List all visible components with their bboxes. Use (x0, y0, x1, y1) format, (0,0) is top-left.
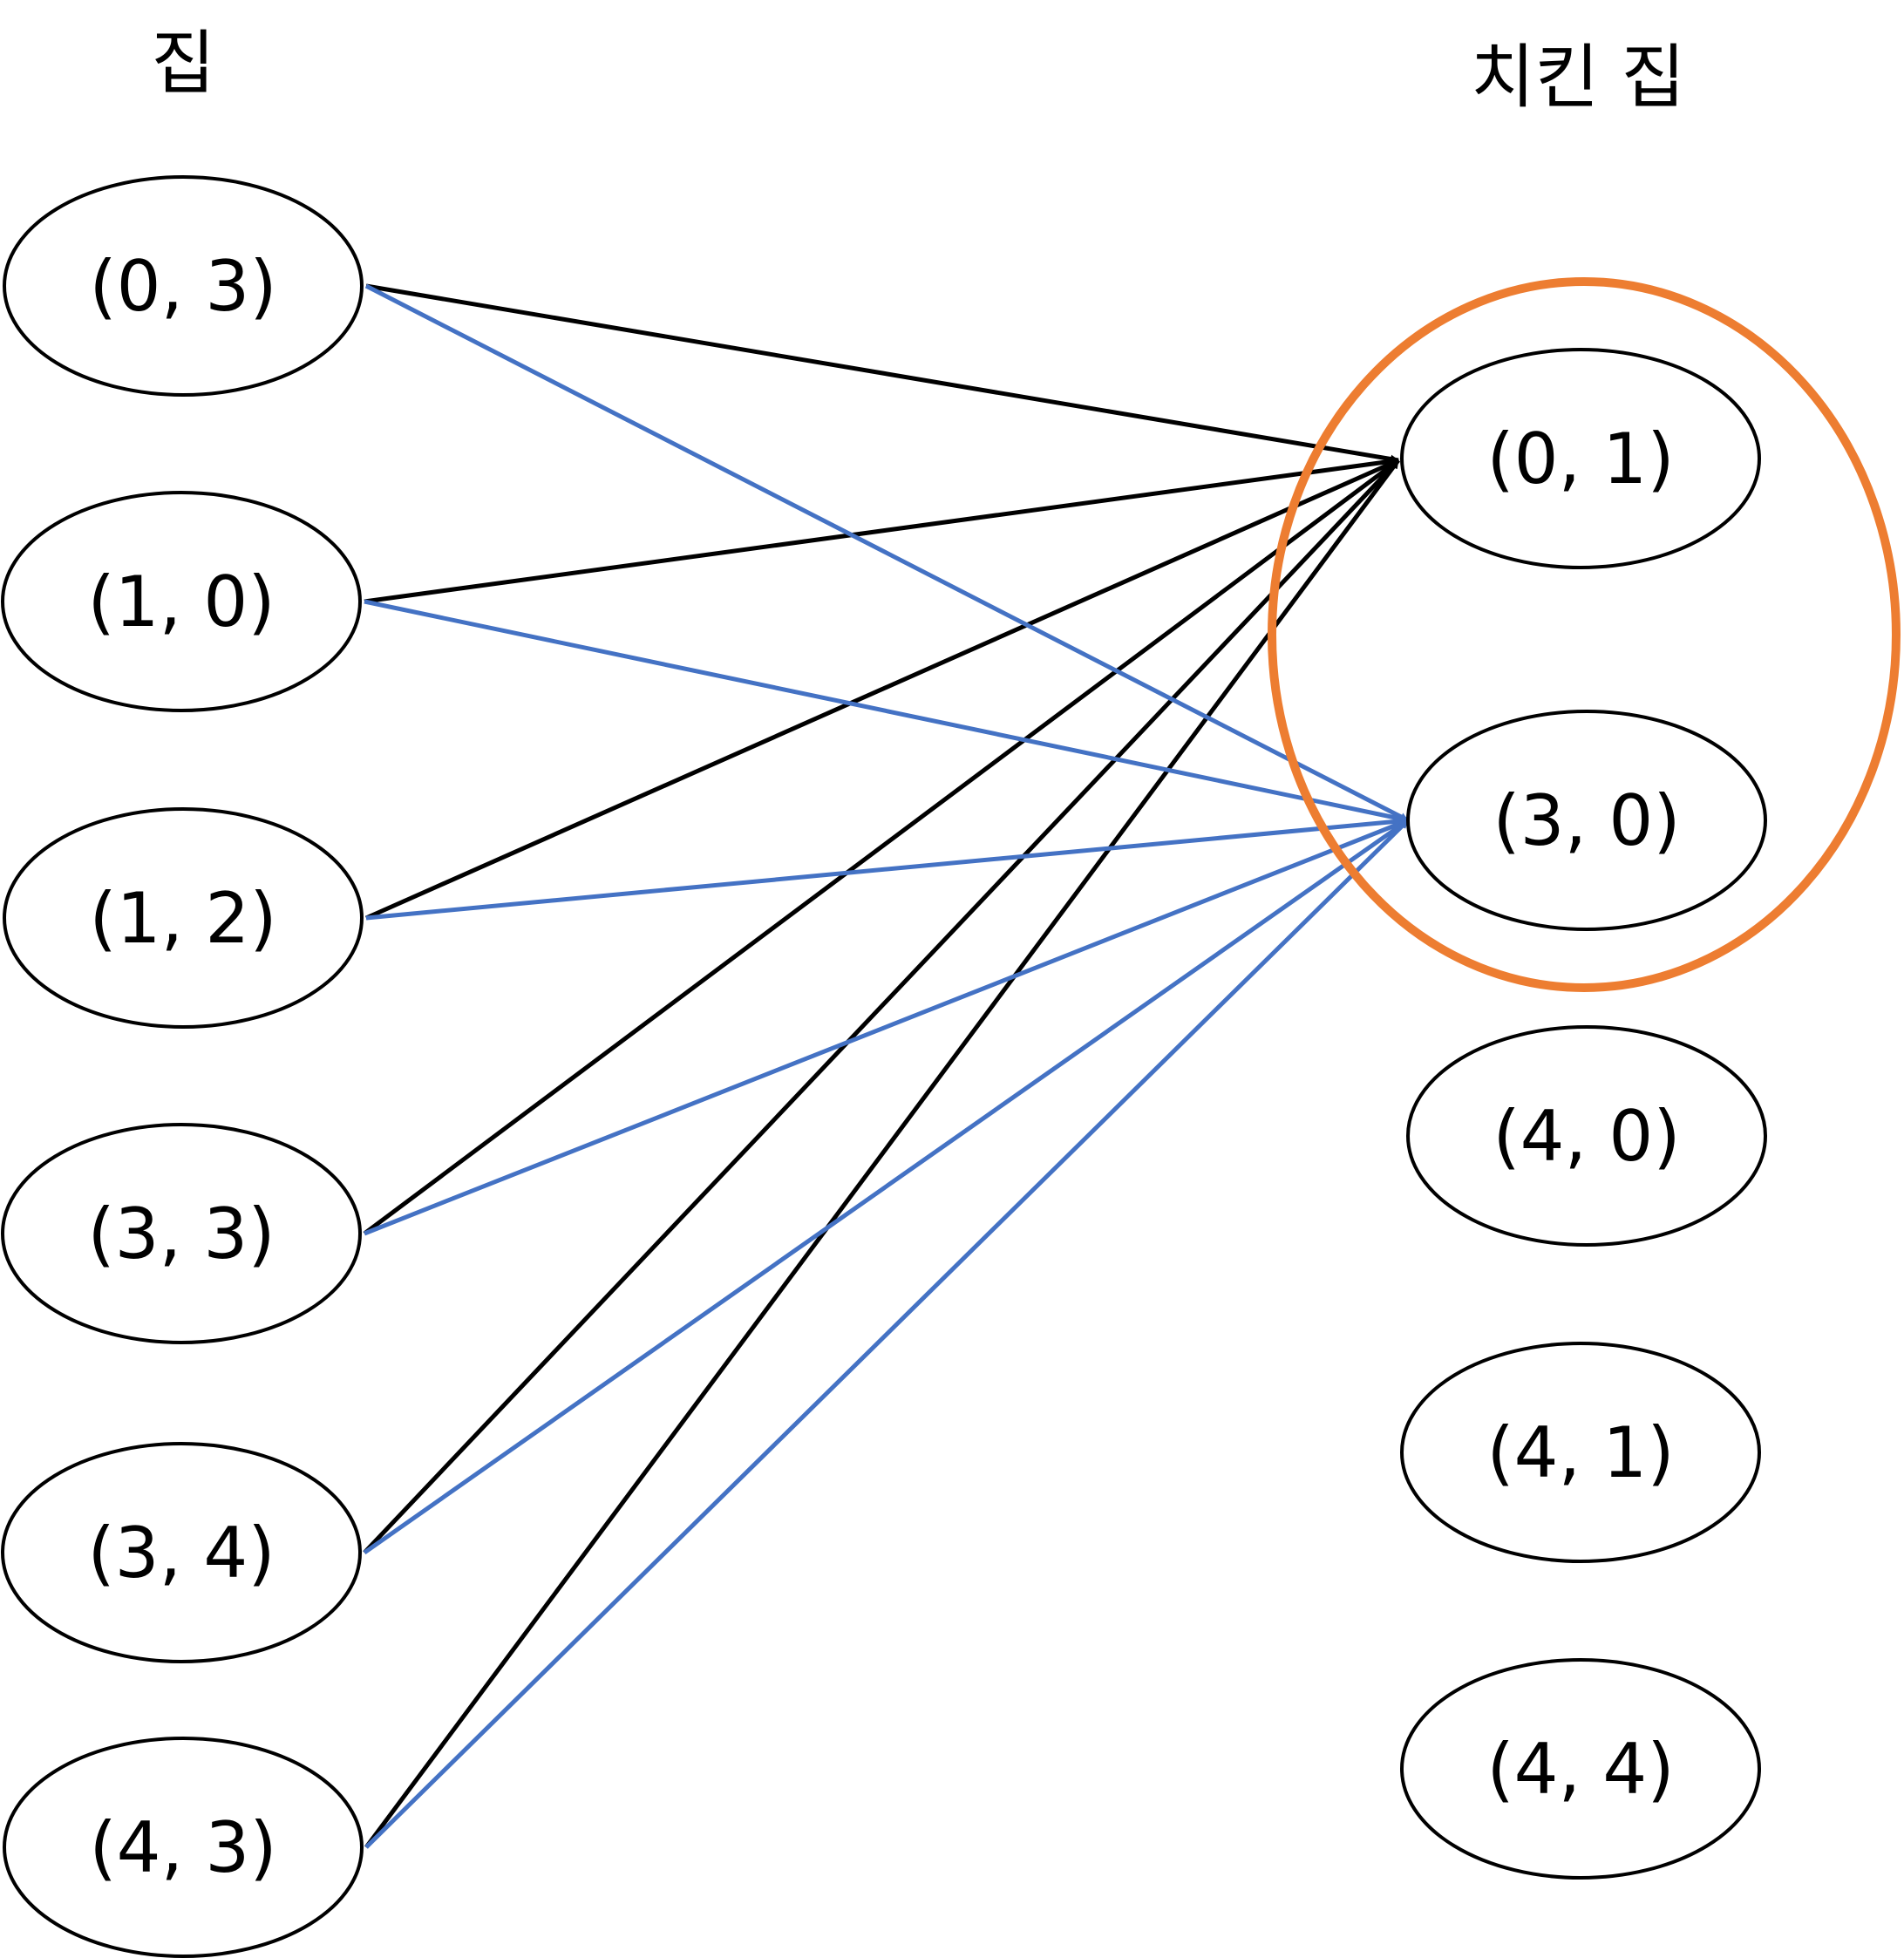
edge-house-2-to-chicken-1 (365, 816, 1409, 921)
house-node-5-ellipse (3, 1737, 364, 1958)
edge-house-3-to-chicken-0 (363, 458, 1400, 1236)
house-node-0-ellipse (3, 175, 364, 397)
chicken-node-4: (4, 4) (1400, 1658, 1761, 1880)
chicken-node-0-ellipse (1400, 348, 1761, 569)
chicken-node-0: (0, 1) (1400, 348, 1761, 569)
house-node-4-ellipse (1, 1442, 362, 1663)
house-node-2-ellipse (3, 807, 364, 1029)
chicken-node-3-ellipse (1400, 1342, 1761, 1563)
chicken-node-2-ellipse (1406, 1025, 1767, 1247)
edge-house-0-to-chicken-0 (365, 283, 1399, 464)
edge-house-5-to-chicken-1 (364, 819, 1410, 1849)
chicken-node-2-label: (4, 0) (1493, 1096, 1680, 1177)
house-node-4: (3, 4) (1, 1442, 362, 1663)
edge-house-4-to-chicken-0 (363, 459, 1400, 1554)
selected-chicken-ring (1268, 277, 1901, 992)
house-node-3-ellipse (1, 1123, 362, 1344)
edges-layer (363, 283, 1410, 1849)
chicken-node-3-label: (4, 1) (1486, 1412, 1674, 1493)
edge-house-3-to-chicken-1 (364, 818, 1409, 1236)
chicken-node-0-label: (0, 1) (1486, 418, 1674, 500)
house-node-1-ellipse (1, 491, 362, 712)
edge-house-0-to-chicken-1 (364, 283, 1410, 823)
chicken-node-4-label: (4, 4) (1486, 1729, 1674, 1810)
nodes-layer: (0, 3) (1, 0) (1, 2) (3, 3) (3, 4) (4, 3) (0, … (1, 175, 1767, 1958)
house-node-1: (1, 0) (1, 491, 362, 712)
house-node-5: (4, 3) (3, 1737, 364, 1958)
house-node-1-label: (1, 0) (87, 561, 275, 642)
house-node-2: (1, 2) (3, 807, 364, 1029)
chicken-node-4-ellipse (1400, 1658, 1761, 1880)
edge-house-4-to-chicken-1 (363, 818, 1410, 1555)
chicken-node-3: (4, 1) (1400, 1342, 1761, 1563)
house-node-3-label: (3, 3) (87, 1193, 275, 1275)
chicken-node-1-label: (3, 0) (1493, 780, 1680, 861)
house-node-0: (0, 3) (3, 175, 364, 397)
house-node-2-label: (1, 2) (89, 878, 276, 959)
houses-column-title: 집 (151, 23, 215, 104)
chicken-node-1: (3, 0) (1406, 710, 1767, 931)
house-node-0-label: (0, 3) (89, 246, 276, 327)
edge-house-1-to-chicken-1 (364, 599, 1409, 824)
chicken-node-1-ellipse (1406, 710, 1767, 931)
chickens-column-title: 치킨 집 (1471, 37, 1685, 118)
edge-house-5-to-chicken-0 (364, 459, 1401, 1849)
edge-house-2-to-chicken-0 (364, 458, 1400, 921)
chicken-node-2: (4, 0) (1406, 1025, 1767, 1247)
house-node-5-label: (4, 3) (89, 1807, 276, 1888)
house-node-3: (3, 3) (1, 1123, 362, 1344)
house-node-4-label: (3, 4) (87, 1513, 275, 1594)
edge-house-1-to-chicken-0 (364, 457, 1399, 604)
